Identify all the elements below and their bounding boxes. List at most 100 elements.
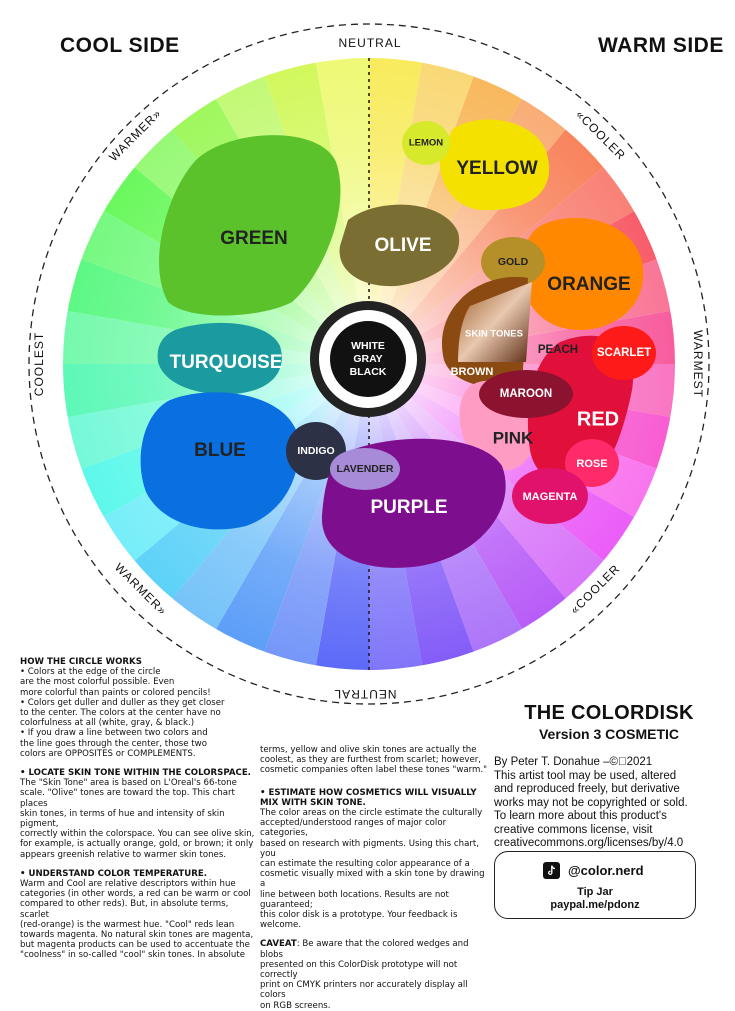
outer-dashed-ring [28, 23, 710, 705]
color-temperature-line: (red-orange) is the warmest hue. "Cool" … [20, 919, 235, 930]
ring-label-coolest: COOLEST [32, 332, 46, 396]
label-olive: OLIVE [374, 235, 431, 256]
color-temperature-cont-line: terms, yellow and olive skin tones are a… [260, 745, 477, 755]
blob-green [159, 135, 341, 316]
credit-line: By Peter T. Donahue –©⃝2021 [494, 756, 653, 768]
blob-gold [481, 237, 545, 287]
blob-olive [339, 204, 460, 287]
skin-tone-line: appears greenish relative to warmer skin… [20, 849, 227, 860]
color-temperature-cont-line: coolest, as they are furthest from scarl… [260, 755, 481, 766]
label-green: GREEN [220, 228, 288, 249]
color-temperature-cont-line: cosmetic companies often label these ton… [260, 765, 488, 776]
how-circle-works-line: are the most colorful possible. Even [20, 677, 175, 688]
credit-line: This artist tool may be used, altered [494, 769, 677, 782]
label-indigo: INDIGO [297, 445, 334, 457]
how-circle-works-line: more colorful than paints or colored pen… [20, 687, 211, 698]
label-red: RED [577, 408, 619, 430]
how-circle-works-line: colors are OPPOSITES or COMPLEMENTS. [20, 748, 196, 759]
credit-link[interactable]: creativecommons.org/licenses/by/4.0 [494, 837, 684, 849]
tip-jar-text: Tip Jar paypal.me/pdonz [495, 886, 695, 912]
brand-title: THE COLORDISK [524, 702, 694, 724]
caveat-line: presented on this ColorDisk prototype wi… [260, 959, 458, 981]
label-scarlet: SCARLET [597, 347, 651, 359]
warm-side-title: WARM SIDE [598, 34, 724, 57]
social-handle: @color.nerd [568, 863, 644, 878]
notes-left-column: HOW THE CIRCLE WORKS • Colors at the edg… [20, 657, 260, 961]
blob-rose [565, 439, 619, 487]
cosmetics-line: The color areas on the circle estimate t… [260, 808, 483, 819]
social-handle-row[interactable]: @color.nerd [543, 862, 644, 879]
how-circle-works-line: • Colors at the edge of the circle [20, 667, 161, 678]
credit-text: By Peter T. Donahue –©⃝2021 This artist … [494, 756, 724, 851]
label-brown: BROWN [451, 366, 494, 378]
label-lavender: LAVENDER [337, 463, 394, 475]
blob-lavender [330, 448, 400, 490]
center-label-black: BLACK [350, 366, 387, 378]
skin-tone-line: The "Skin Tone" area is based on L'Oreal… [20, 778, 237, 789]
caveat-line: on RGB screens. [260, 1000, 331, 1011]
caveat-line: CAVEAT: Be aware that the colored wedges… [260, 939, 490, 959]
credit-line: works may not be copyrighted or sold. [494, 796, 688, 809]
blob-lemon [402, 121, 450, 165]
label-gold: GOLD [498, 256, 529, 268]
center-label-white: WHITE [351, 340, 385, 352]
credit-line: To learn more about this product's [494, 810, 667, 822]
blob-maroon [479, 370, 573, 418]
cosmetics-line: cosmetic visually mixed with a skin tone… [260, 869, 485, 890]
notes-middle-column: terms, yellow and olive skin tones are a… [260, 745, 490, 1011]
tiktok-icon [543, 862, 560, 879]
color-temperature-heading: • UNDERSTAND COLOR TEMPERATURE. [20, 868, 207, 879]
caveat-line: print on CMYK printers nor accurately di… [260, 980, 468, 1001]
cool-side-title: COOL SIDE [60, 34, 180, 57]
how-circle-works-line: • Colors get duller and duller as they g… [20, 697, 225, 708]
label-magenta: MAGENTA [523, 491, 578, 503]
label-skin-tones: SKIN TONES [465, 329, 523, 340]
blob-scarlet [592, 326, 656, 380]
how-circle-works-line: • If you draw a line between two colors … [20, 728, 208, 739]
label-rose: ROSE [576, 458, 607, 470]
tip-jar-box: @color.nerd Tip Jar paypal.me/pdonz [494, 851, 696, 919]
blob-orange [522, 217, 644, 330]
tip-jar-link[interactable]: paypal.me/pdonz [550, 899, 640, 911]
label-maroon: MAROON [500, 388, 552, 400]
skin-tone-line: correctly within the colorspace. You can… [20, 829, 255, 840]
color-temperature-line: "coolness" in so-called "cool" skin tone… [20, 950, 246, 961]
cosmetics-heading-line: • ESTIMATE HOW COSMETICS WILL VISUALLY [260, 787, 477, 798]
ring-label-neutral-top: NEUTRAL [338, 36, 401, 50]
center-black-core [330, 321, 406, 397]
cosmetics-line: based on research with pigments. Using t… [260, 838, 479, 859]
credit-line: and reproduced freely, but derivative [494, 783, 680, 795]
skin-tone-line: scale. "Olive" tones are toward the top.… [20, 788, 235, 809]
blob-skin-tones [458, 282, 532, 362]
label-yellow: YELLOW [456, 158, 537, 179]
color-temperature-line: categories (in other words, a red can be… [20, 889, 251, 900]
how-circle-works-line: the line goes through the center, those … [20, 738, 207, 749]
how-circle-works-heading: HOW THE CIRCLE WORKS [20, 657, 142, 667]
color-temperature-line: but magenta products can be used to acce… [20, 940, 250, 951]
brand-subtitle: Version 3 COSMETIC [538, 726, 680, 742]
cosmetics-line: line between both locations. Results are… [260, 889, 449, 910]
label-lemon: LEMON [409, 138, 443, 149]
label-purple: PURPLE [370, 497, 447, 518]
credit-line: creative commons license, visit [494, 823, 653, 836]
blob-yellow [439, 119, 550, 211]
blob-magenta [512, 468, 588, 524]
label-pink: PINK [493, 428, 534, 447]
label-peach: PEACH [538, 344, 578, 356]
brand-block: THE COLORDISK Version 3 COSMETIC By Pete… [494, 702, 724, 851]
blob-blue [140, 392, 299, 530]
label-turquoise: TURQUOISE [170, 352, 283, 373]
skin-tone-heading: • LOCATE SKIN TONE WITHIN THE COLORSPACE… [20, 768, 251, 779]
cosmetics-heading-line: MIX WITH SKIN TONE. [260, 797, 366, 808]
ring-label-warmest: WARMEST [691, 330, 705, 398]
center-label-gray: GRAY [353, 353, 382, 365]
color-disk: GREEN OLIVE YELLOW LEMON ORANGE GOLD SKI… [28, 23, 710, 705]
cosmetics-line: accepted/understood ranges of major colo… [260, 818, 447, 839]
ring-label-neutral-bottom: NEUTRAL [333, 687, 396, 701]
blob-turquoise [157, 322, 282, 395]
cosmetics-line: this color disk is a prototype. Your fee… [260, 910, 458, 931]
color-temperature-line: towards magenta. No natural skin tones a… [20, 930, 254, 941]
label-blue: BLUE [194, 440, 246, 461]
how-circle-works-line: colorfulness at all (white, gray, & blac… [20, 718, 195, 729]
label-orange: ORANGE [547, 274, 630, 295]
